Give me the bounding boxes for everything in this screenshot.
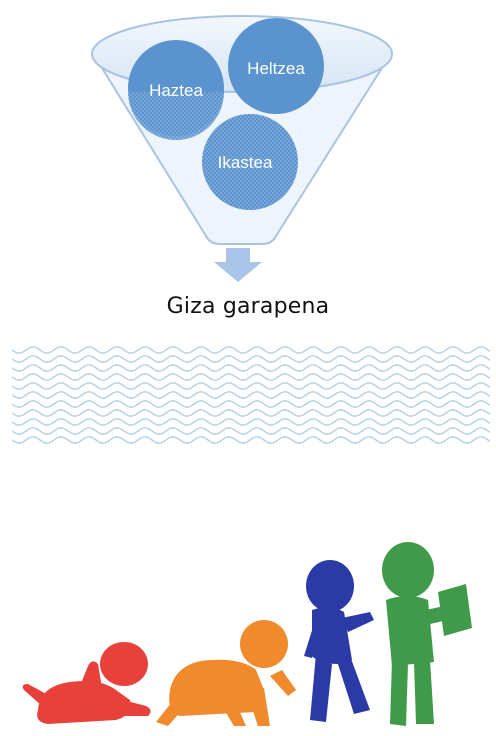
- funnel-diagram: Haztea Heltzea Ikastea: [91, 15, 393, 282]
- circle-label-heltzea: Heltzea: [247, 59, 305, 78]
- wave-line: [12, 400, 490, 408]
- circle-heltzea: [228, 18, 324, 114]
- wave-line: [12, 436, 490, 444]
- circle-ikastea: [202, 114, 298, 210]
- wave-line: [12, 346, 490, 354]
- circle-label-haztea: Haztea: [149, 81, 203, 100]
- wave-line: [12, 355, 490, 363]
- wave-line: [12, 364, 490, 372]
- wave-line: [12, 382, 490, 390]
- wave-line: [12, 427, 490, 435]
- toddler-walking-figure: [304, 560, 374, 722]
- baby-lying-figure: [22, 642, 151, 724]
- caption-giza-garapena: Giza garapena: [166, 294, 330, 319]
- wave-line: [12, 409, 490, 417]
- wave-line: [12, 391, 490, 399]
- circle-label-ikastea: Ikastea: [218, 153, 273, 172]
- wave-pattern: [12, 346, 490, 444]
- baby-crawling-figure: [156, 620, 296, 726]
- human-development-illustration: [22, 542, 472, 726]
- child-reading-figure: [382, 542, 472, 726]
- down-arrow-icon: [214, 248, 262, 282]
- wave-line: [12, 418, 490, 426]
- wave-line: [12, 373, 490, 381]
